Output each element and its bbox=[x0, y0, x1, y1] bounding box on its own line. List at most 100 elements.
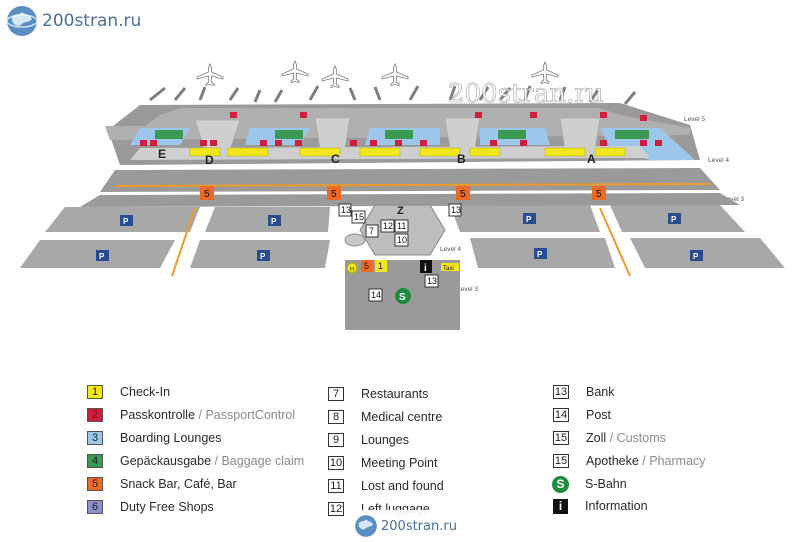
snack-bar-badges: 5 5 5 5 bbox=[200, 186, 606, 200]
legend-item-baggage: 4 Gepäckausgabe / Baggage claim bbox=[87, 451, 304, 471]
legend-item-bank: 13 Bank bbox=[553, 382, 615, 402]
restaurants-badge: 7 bbox=[369, 226, 374, 236]
snack-badge: 5 bbox=[460, 189, 466, 200]
level-label: Level 5 bbox=[684, 116, 705, 123]
map-watermark: 200stran.ru bbox=[448, 79, 604, 109]
legend-label: Check-In bbox=[120, 385, 171, 399]
airplane-icon bbox=[281, 60, 309, 83]
terminal-d-label: D bbox=[205, 153, 214, 167]
legend-item-information: i Information bbox=[553, 496, 648, 516]
legend-translation: / Pharmacy bbox=[638, 454, 706, 468]
central-area-label: Z bbox=[397, 205, 404, 217]
legend-item-passport: 2 Passkontrolle / PassportControl bbox=[87, 405, 295, 425]
watermark-bottom: 200stran.ru bbox=[350, 510, 480, 542]
level-label: Level 4 bbox=[708, 157, 729, 164]
terminal-map: A B C D E Level 5 Level 4 Level 3 Level … bbox=[20, 60, 785, 330]
legend-label: Duty Free Shops bbox=[120, 500, 214, 514]
parking-icon: P bbox=[123, 217, 129, 226]
bank-badge: 13 bbox=[341, 205, 351, 215]
legend-translation: / Baggage claim bbox=[211, 454, 305, 468]
legend-label: Snack Bar, Café, Bar bbox=[120, 477, 237, 491]
meeting-point-badge: 10 bbox=[397, 235, 407, 245]
information-icon: i bbox=[553, 498, 568, 514]
globe-icon bbox=[355, 515, 377, 537]
legend-translation: / Customs bbox=[606, 431, 666, 445]
customs-badge: 15 bbox=[354, 212, 364, 222]
sbahn-icon bbox=[395, 288, 411, 304]
legend-label: Apotheke bbox=[586, 454, 639, 468]
legend-swatch: 13 bbox=[553, 385, 569, 399]
jet-bridges bbox=[149, 85, 637, 105]
legend-item-pharmacy: 15 Apotheke / Pharmacy bbox=[553, 451, 706, 471]
information-icon bbox=[420, 260, 432, 273]
parking-icon: P bbox=[99, 252, 105, 261]
terminal-a-label: A bbox=[587, 152, 596, 166]
legend-label: Lost and found bbox=[361, 479, 444, 493]
legend-swatch: 9 bbox=[328, 433, 344, 447]
legend-label: Zoll bbox=[586, 431, 607, 445]
legend-item-boarding: 3 Boarding Lounges bbox=[87, 428, 221, 448]
legend-item-post: 14 Post bbox=[553, 405, 611, 425]
legend-swatch: 15 bbox=[553, 431, 569, 445]
taxi-label: Taxi bbox=[443, 266, 454, 272]
legend-item-meeting-point: 10 Meeting Point bbox=[328, 453, 437, 473]
passport-control bbox=[140, 112, 662, 146]
legend-translation: / PassportControl bbox=[195, 408, 296, 422]
globe-icon bbox=[6, 6, 38, 36]
airplane-icon bbox=[196, 63, 224, 86]
sbahn-icon: S bbox=[552, 475, 569, 493]
legend-swatch: 15 bbox=[553, 454, 569, 468]
left-luggage-badge: 12 bbox=[383, 221, 393, 231]
legend-label: Gepäckausgabe bbox=[120, 454, 212, 468]
parking-icon: P bbox=[260, 252, 266, 261]
terminal-e-label: E bbox=[158, 147, 166, 161]
legend-label: Post bbox=[586, 408, 612, 422]
snack-badge: 5 bbox=[204, 189, 210, 200]
terminal-c-label: C bbox=[331, 152, 340, 166]
snack-badge: 5 bbox=[331, 189, 337, 200]
departures-level bbox=[100, 168, 720, 192]
legend-item-duty-free: 6 Duty Free Shops bbox=[87, 497, 214, 517]
legend-swatch: 3 bbox=[87, 431, 103, 445]
legend-swatch: 2 bbox=[87, 408, 103, 422]
parking-icon: P bbox=[526, 215, 532, 224]
legend-swatch: 1 bbox=[87, 385, 103, 399]
legend-swatch: 5 bbox=[87, 477, 103, 491]
parking-icon: P bbox=[537, 250, 543, 259]
legend-label: Lounges bbox=[361, 433, 409, 447]
lost-found-badge: 11 bbox=[397, 221, 406, 231]
level-label: Level 3 bbox=[723, 196, 744, 203]
svg-text:i: i bbox=[424, 263, 427, 274]
bank-badge: 13 bbox=[427, 276, 437, 286]
parking-icon: P bbox=[671, 215, 677, 224]
legend-item-snack: 5 Snack Bar, Café, Bar bbox=[87, 474, 237, 494]
legend-label: Information bbox=[585, 499, 648, 513]
legend-label: Restaurants bbox=[361, 387, 429, 401]
legend-swatch: 14 bbox=[553, 408, 569, 422]
taxi-badge bbox=[441, 263, 459, 271]
legend-label: S-Bahn bbox=[585, 477, 627, 491]
legend-label: Bank bbox=[586, 385, 615, 399]
airplane-icon bbox=[321, 65, 349, 88]
hotel-icon bbox=[346, 262, 358, 274]
baggage-claim-areas bbox=[155, 130, 649, 139]
legend-item-lounges: 9 Lounges bbox=[328, 430, 409, 450]
legend-label: Boarding Lounges bbox=[120, 431, 222, 445]
legend-item-check-in: 1 Check-In bbox=[87, 382, 170, 402]
hotel-label: H bbox=[350, 267, 354, 273]
legend-item-medical: 8 Medical centre bbox=[328, 407, 442, 427]
legend-item-restaurants: 7 Restaurants bbox=[328, 384, 428, 404]
legend-swatch: 8 bbox=[328, 410, 344, 424]
post-badge: 14 bbox=[371, 290, 381, 300]
watermark-text: 200stran.ru bbox=[381, 518, 457, 534]
legend-label: Medical centre bbox=[361, 410, 443, 424]
check-in-areas bbox=[189, 147, 626, 157]
legend-item-lost-found: 11 Lost and found bbox=[328, 476, 444, 496]
legend-swatch: 12 bbox=[328, 502, 344, 516]
legend-swatch: 6 bbox=[87, 500, 103, 514]
legend-label: Passkontrolle bbox=[120, 408, 196, 422]
check-in-badge: 1 bbox=[378, 261, 383, 271]
legend-item-sbahn: S S-Bahn bbox=[552, 474, 627, 494]
svg-text:S: S bbox=[399, 292, 406, 303]
bank-badge: 13 bbox=[451, 205, 461, 215]
